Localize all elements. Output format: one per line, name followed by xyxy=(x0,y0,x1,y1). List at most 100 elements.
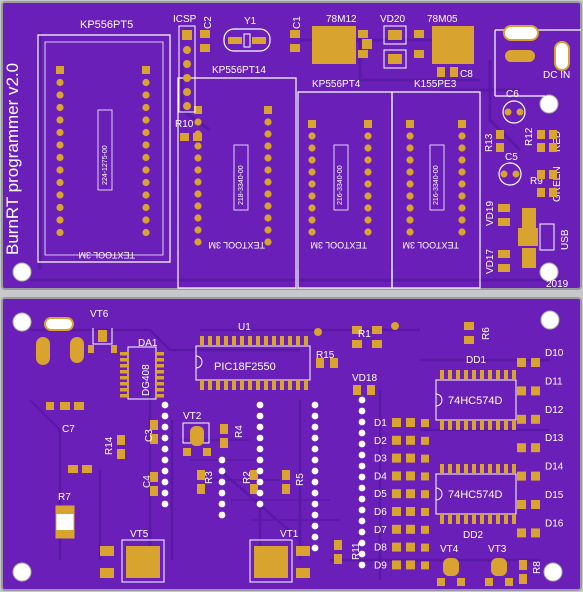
led-label-right: D15 xyxy=(545,490,564,501)
socket-pad xyxy=(194,178,202,186)
socket-pad xyxy=(142,103,150,112)
chip-pin xyxy=(512,420,516,430)
u1-pin xyxy=(288,336,292,346)
chip-pin xyxy=(448,420,452,430)
status-led-pads xyxy=(496,130,557,197)
u1-pin xyxy=(216,380,220,390)
via xyxy=(311,544,319,552)
via xyxy=(256,456,264,464)
label-kp556pt14: KP556PT14 xyxy=(212,65,266,76)
socket-pad xyxy=(142,191,150,199)
led-pad xyxy=(531,528,540,538)
led-pad xyxy=(392,435,401,445)
chip-pin xyxy=(472,420,476,430)
socket-pad xyxy=(406,144,414,152)
label-c7: C7 xyxy=(62,424,75,435)
socket-pad xyxy=(56,116,64,124)
via xyxy=(311,500,319,508)
socket-pad xyxy=(194,226,202,234)
via xyxy=(218,511,226,519)
socket-pad xyxy=(458,180,466,188)
label-green: GREEN xyxy=(552,166,563,202)
usb-connector xyxy=(498,204,555,272)
da1-pin xyxy=(120,364,129,368)
led-label-left: D2 xyxy=(374,436,387,447)
socket-pad xyxy=(364,168,372,176)
label-78m12: 78M12 xyxy=(326,14,357,25)
label-c5: C5 xyxy=(505,152,518,163)
socket-3-part: 216-3340-00 xyxy=(337,165,344,205)
label-usb: USB xyxy=(560,229,571,250)
led-pad xyxy=(406,507,415,516)
chip-pin xyxy=(496,464,500,474)
via xyxy=(358,539,366,547)
via xyxy=(256,445,264,453)
chip-pin xyxy=(440,514,444,524)
via xyxy=(218,467,226,475)
socket-pad xyxy=(406,228,414,236)
led-pad xyxy=(392,524,401,534)
socket-pad xyxy=(264,142,272,150)
led-pad xyxy=(531,500,540,509)
cap-c6 xyxy=(502,100,526,124)
led-label-right: D14 xyxy=(545,462,564,473)
socket-pad xyxy=(406,156,414,164)
via xyxy=(311,522,319,530)
da1-pin xyxy=(120,376,129,380)
led-pad xyxy=(531,358,540,367)
socket-pad xyxy=(406,204,414,212)
via xyxy=(358,407,366,415)
socket-pad xyxy=(308,192,316,200)
socket-pad xyxy=(364,216,372,224)
led-pad xyxy=(406,524,415,534)
chip-pin xyxy=(472,370,476,380)
chip-pin xyxy=(456,464,460,474)
label-r13: R13 xyxy=(484,133,495,152)
via xyxy=(311,478,319,486)
via xyxy=(311,423,319,431)
socket-pad xyxy=(364,192,372,200)
label-vd19: VD19 xyxy=(485,201,496,226)
u1-pin xyxy=(296,336,300,346)
label-c8: C8 xyxy=(460,69,473,80)
socket-pad xyxy=(364,180,372,188)
label-r2: R2 xyxy=(242,471,253,484)
u1-pin xyxy=(224,380,228,390)
da1-pin xyxy=(155,388,164,392)
u1-pic-chip xyxy=(195,336,311,390)
resistor-pad xyxy=(421,472,429,481)
board-title: BurnRT programmer v2.0 xyxy=(3,63,22,255)
r7-resistor xyxy=(55,505,75,539)
chip-pin xyxy=(496,514,500,524)
socket-pad xyxy=(194,214,202,222)
via xyxy=(311,533,319,541)
socket-pad xyxy=(142,78,150,87)
via xyxy=(358,440,366,448)
socket-pad xyxy=(56,191,64,199)
via xyxy=(161,500,169,508)
da1-pin xyxy=(120,370,129,374)
chip-pin xyxy=(488,464,492,474)
socket-pad xyxy=(364,144,372,152)
led-label-left: D9 xyxy=(374,560,387,571)
chip-pin xyxy=(488,420,492,430)
da1-pin xyxy=(155,370,164,374)
socket-pad xyxy=(194,166,202,174)
socket-pad xyxy=(308,180,316,188)
socket-pad xyxy=(56,153,64,162)
led-pad xyxy=(406,435,415,445)
via xyxy=(161,412,169,420)
via xyxy=(358,561,366,569)
resistor-pad xyxy=(421,561,429,570)
socket-pad xyxy=(458,132,466,140)
socket-pad xyxy=(142,91,150,99)
u1-pin xyxy=(240,380,244,390)
resistor-pad xyxy=(421,490,429,499)
socket-pad xyxy=(264,118,272,126)
via xyxy=(311,434,319,442)
label-vt3: VT3 xyxy=(488,544,507,555)
da1-pin xyxy=(155,382,164,386)
via xyxy=(358,506,366,514)
socket-pad xyxy=(364,228,372,236)
socket-pad xyxy=(194,142,202,150)
